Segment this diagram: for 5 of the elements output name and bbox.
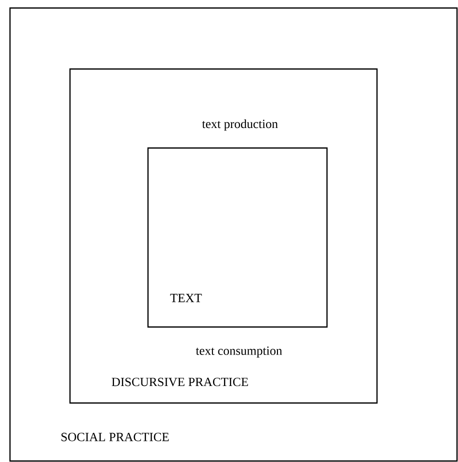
box-label: SOCIAL PRACTICE (61, 432, 169, 442)
box-label: DISCURSIVE PRACTICE (112, 378, 248, 386)
box-label: text production (202, 119, 278, 131)
box-label: TEXT (170, 294, 202, 302)
box-label: text consumption (196, 346, 282, 358)
